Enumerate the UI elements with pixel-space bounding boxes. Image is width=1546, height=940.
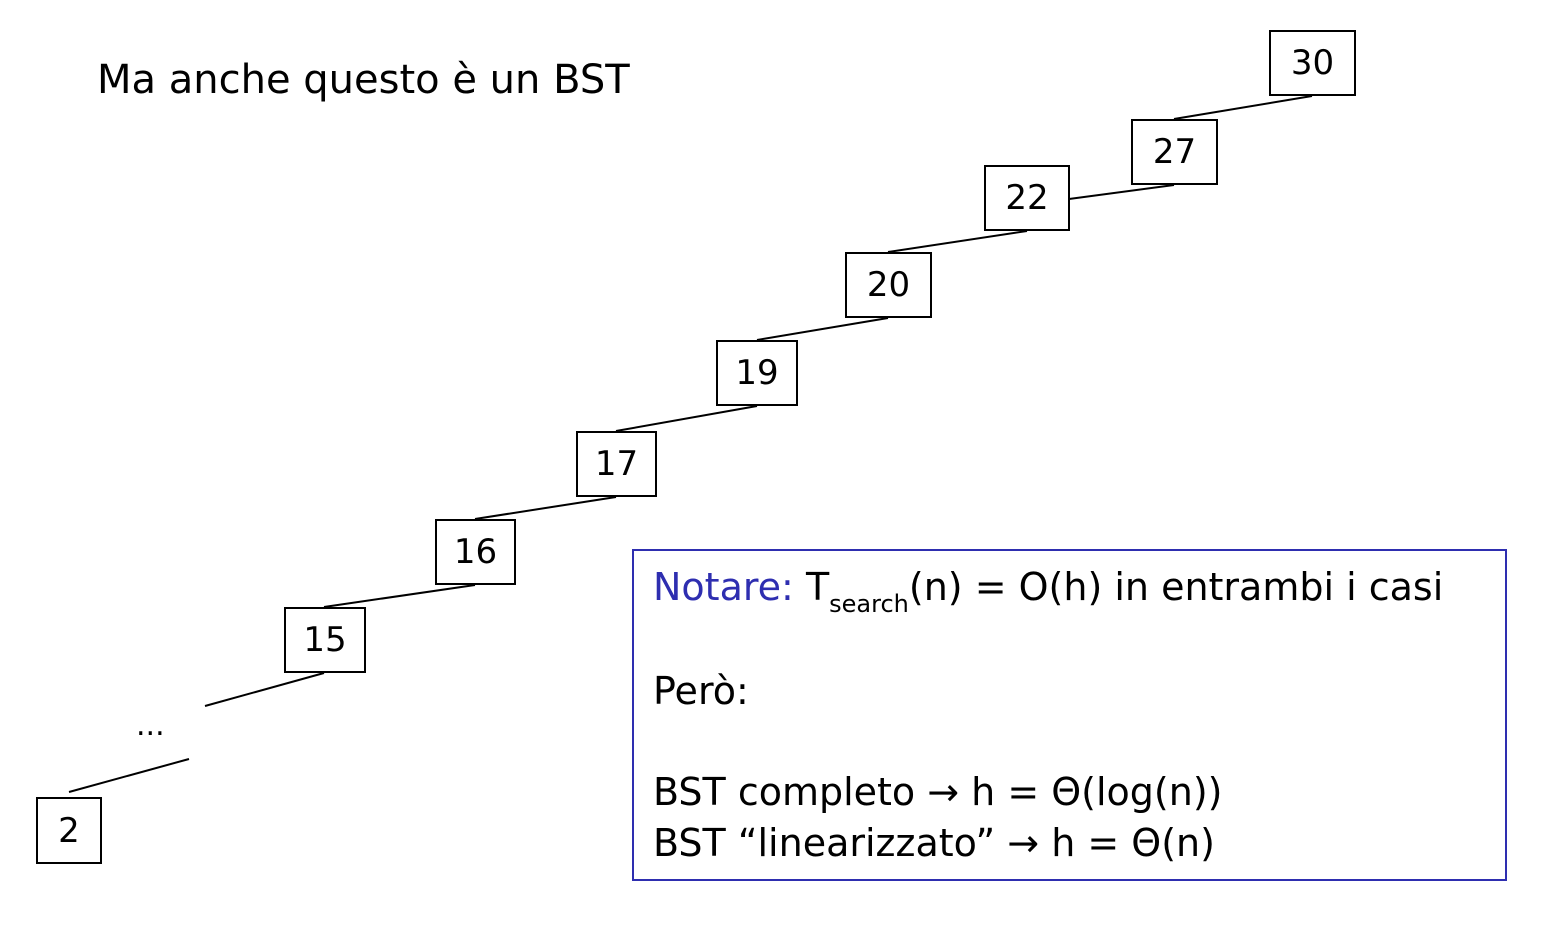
edge-16-15: [323, 584, 476, 608]
tree-node-17: 17: [576, 431, 657, 497]
tree-node-16: 16: [435, 519, 516, 585]
edge-22-20: [887, 230, 1028, 253]
tree-ellipsis: ...: [136, 708, 165, 743]
edge-ellipsis-2: [68, 758, 190, 793]
tree-node-20: 20: [845, 252, 932, 318]
note-term-t: T: [805, 565, 830, 609]
tree-node-30: 30: [1269, 30, 1356, 96]
note-line-complete-bst: BST completo → h = Θ(log(n)): [653, 770, 1223, 814]
note-term-subscript: search: [829, 590, 909, 618]
note-term-rest: (n) = O(h) in entrambi i casi: [908, 565, 1444, 609]
slide-title: Ma anche questo è un BST: [97, 57, 630, 103]
edge-19-17: [615, 405, 758, 432]
note-line-pero: Però:: [653, 669, 749, 713]
tree-node-19: 19: [716, 340, 798, 406]
edge-15-ellipsis: [204, 672, 325, 707]
tree-node-22: 22: [984, 165, 1070, 231]
tree-node-27: 27: [1131, 119, 1218, 185]
edge-27-22: [1068, 184, 1175, 200]
edge-20-19: [756, 317, 889, 341]
tree-node-15: 15: [284, 607, 366, 673]
note-line-linear-bst: BST “linearizzato” → h = Θ(n): [653, 821, 1215, 865]
note-label: Notare:: [653, 565, 794, 609]
note-line-complexity: Notare: Tsearch(n) = O(h) in entrambi i …: [653, 561, 1443, 618]
edge-17-16: [474, 496, 617, 520]
edge-30-27: [1173, 95, 1313, 120]
note-box: Notare: Tsearch(n) = O(h) in entrambi i …: [632, 549, 1507, 881]
tree-node-2: 2: [36, 797, 102, 864]
